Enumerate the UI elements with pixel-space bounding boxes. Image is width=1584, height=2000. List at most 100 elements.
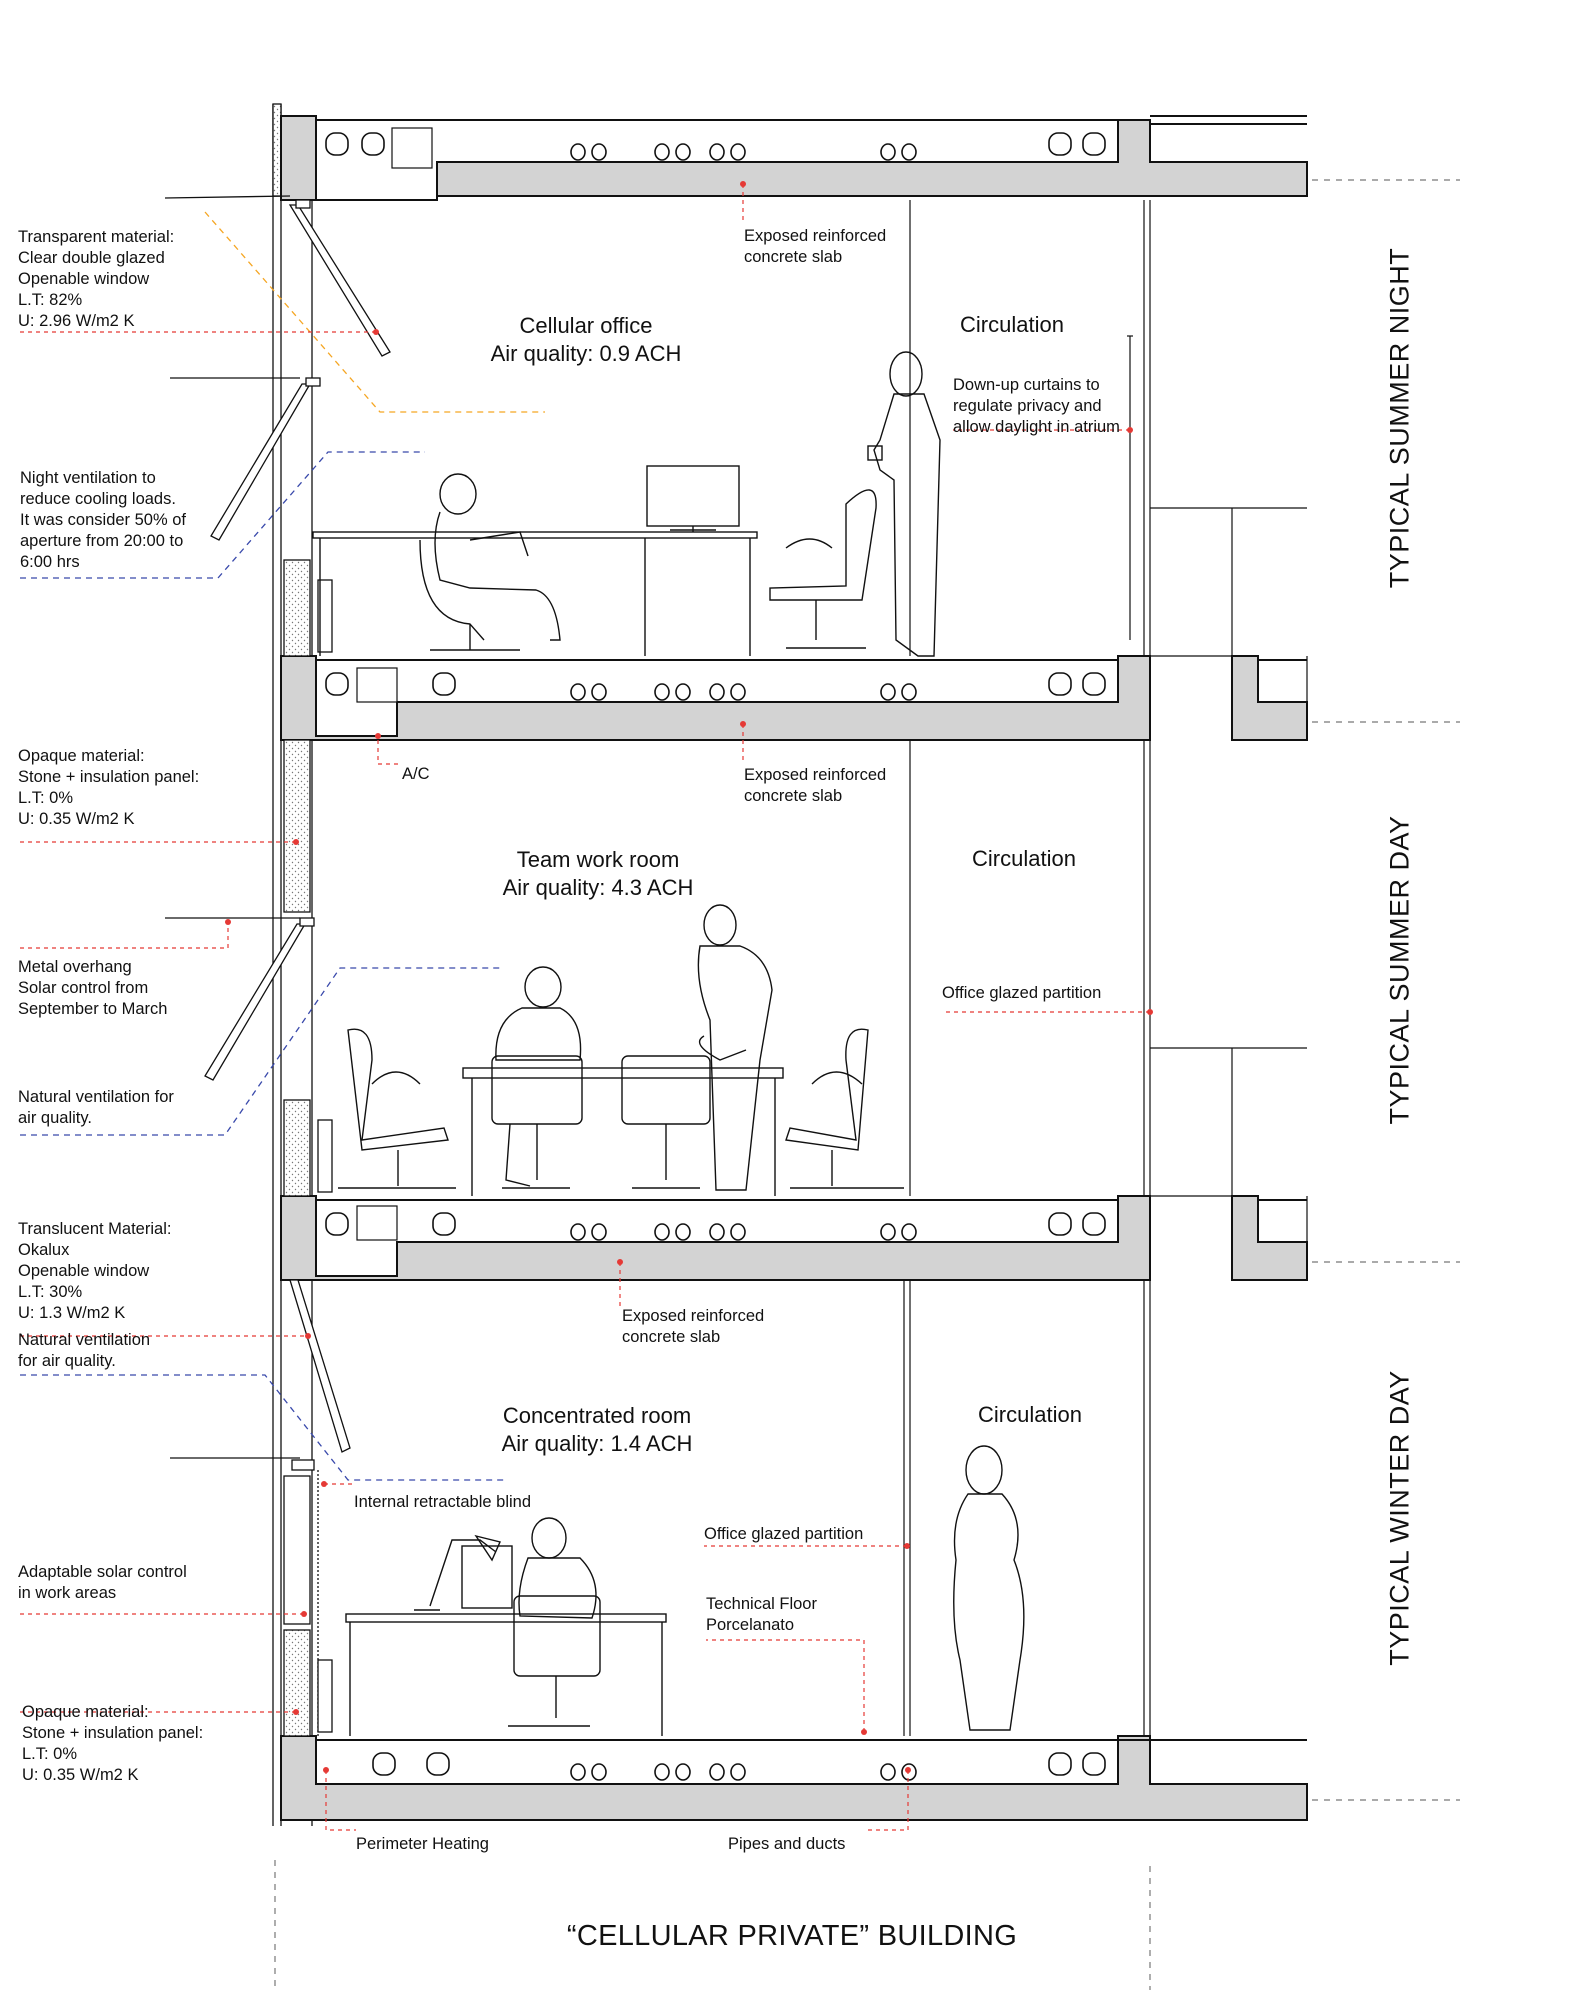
pipe-opening — [570, 1763, 586, 1781]
pipe-opening — [570, 143, 586, 161]
pipe-opening — [901, 683, 917, 701]
callout-dot — [617, 1259, 623, 1265]
slab-roof — [280, 115, 1308, 201]
pipe-opening — [709, 1763, 725, 1781]
pipe-opening — [675, 143, 691, 161]
label-perimeter-heating: Perimeter Heating — [356, 1835, 489, 1853]
callout-leader — [866, 1770, 909, 1831]
label-ac: A/C — [402, 765, 430, 783]
duct-opening — [1082, 132, 1106, 156]
callout-dot — [373, 329, 379, 335]
pipe-opening — [654, 1763, 670, 1781]
partitions — [903, 200, 1307, 1736]
label-opaque-material-2: Opaque material:Stone + insulation panel… — [22, 1703, 204, 1784]
callout-dot — [225, 919, 231, 925]
duct-opening — [1048, 1752, 1072, 1776]
callout-leader — [706, 1639, 865, 1732]
pipe-opening — [591, 143, 607, 161]
callout-dot — [904, 1543, 910, 1549]
callout-dot — [305, 1333, 311, 1339]
duct-opening — [1048, 672, 1072, 696]
pipe-opening — [730, 683, 746, 701]
facade-windows — [164, 195, 391, 1737]
slab-floor-2 — [280, 655, 1308, 741]
callout-leaders — [20, 184, 1150, 1831]
circulation-label-2: Circulation — [972, 846, 1076, 871]
pipe-opening — [591, 1223, 607, 1241]
pipe-opening — [730, 143, 746, 161]
pipe-opening — [591, 1763, 607, 1781]
callout-dot — [293, 839, 299, 845]
duct-opening — [1048, 1212, 1072, 1236]
furniture — [312, 351, 1025, 1736]
callout-dot — [740, 181, 746, 187]
pipe-opening — [880, 1763, 896, 1781]
pipe-opening — [880, 683, 896, 701]
level-lines — [274, 179, 1460, 1990]
season-label-summer-night: TYPICAL SUMMER NIGHT — [1384, 247, 1415, 589]
duct-opening — [325, 672, 349, 696]
duct-opening — [372, 1752, 396, 1776]
callout-dot — [1127, 427, 1133, 433]
duct-opening — [426, 1752, 450, 1776]
circulation-label-3: Circulation — [978, 1402, 1082, 1427]
callout-dot — [1147, 1009, 1153, 1015]
duct-opening — [432, 672, 456, 696]
pipe-opening — [730, 1223, 746, 1241]
pipe-opening — [591, 683, 607, 701]
duct-opening — [361, 132, 385, 156]
ac-units — [356, 127, 433, 1241]
pipe-opening — [570, 683, 586, 701]
label-office-glazed-partition-1: Office glazed partition — [942, 984, 1102, 1002]
duct-opening — [325, 1212, 349, 1236]
pipe-opening — [880, 143, 896, 161]
duct-opening — [1048, 132, 1072, 156]
pipe-opening — [709, 143, 725, 161]
slab-duct-openings — [325, 132, 1106, 1781]
pipe-opening — [675, 1223, 691, 1241]
pipe-opening — [901, 1223, 917, 1241]
callout-dot — [905, 1767, 911, 1773]
callout-dot — [740, 721, 746, 727]
season-label-summer-day: TYPICAL SUMMER DAY — [1384, 815, 1415, 1125]
callout-leader — [20, 922, 229, 949]
pipe-opening — [654, 683, 670, 701]
callout-dots — [225, 181, 1153, 1773]
callout-dot — [375, 733, 381, 739]
slab-floor-bottom — [280, 1735, 1308, 1821]
pipe-opening — [730, 1763, 746, 1781]
label-opaque-material-1: Opaque material:Stone + insulation panel… — [18, 747, 200, 828]
pipe-opening — [901, 143, 917, 161]
slab-floor-3 — [280, 1195, 1308, 1281]
callout-dot — [861, 1729, 867, 1735]
slab-right-lines — [1150, 655, 1308, 1280]
airflow-lines — [20, 211, 545, 1481]
pipe-opening — [654, 143, 670, 161]
page-title: “CELLULAR PRIVATE” BUILDING — [566, 1920, 1018, 1952]
duct-opening — [1082, 1212, 1106, 1236]
callout-dot — [321, 1481, 327, 1487]
label-transparent-material: Transparent material:Clear double glazed… — [18, 228, 175, 330]
callout-leader — [377, 740, 400, 765]
pipe-opening — [709, 683, 725, 701]
pipe-opening — [709, 1223, 725, 1241]
pipe-opening — [570, 1223, 586, 1241]
pipe-opening — [675, 683, 691, 701]
pipe-opening — [654, 1223, 670, 1241]
callout-dot — [301, 1611, 307, 1617]
circulation-label-1: Circulation — [960, 312, 1064, 337]
duct-opening — [325, 132, 349, 156]
